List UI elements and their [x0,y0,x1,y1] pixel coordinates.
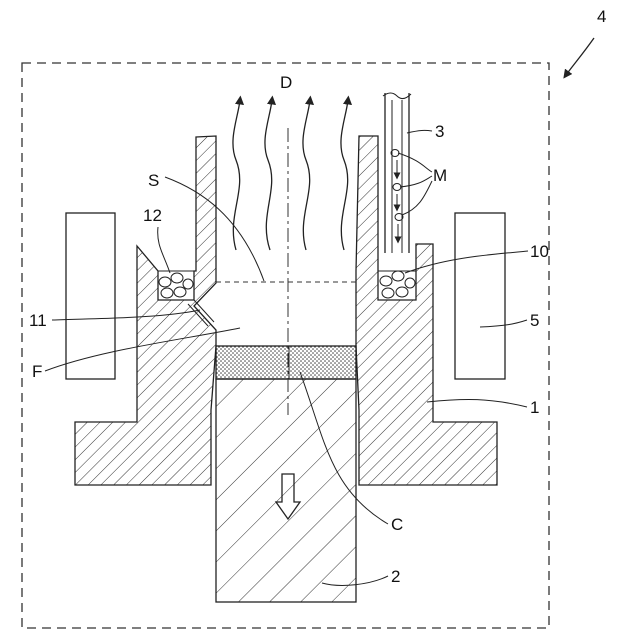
label-crucible: 1 [530,398,539,417]
granules-right-pocket [378,271,416,300]
label-surface: S [148,171,159,190]
ingot [216,379,356,602]
label-ingot: 2 [391,567,400,586]
label-granules-left: 12 [143,206,162,225]
gas-flow-arrows [233,100,348,250]
heater-left [66,213,115,379]
label-material: M [433,166,447,185]
feed-tube [383,93,411,253]
label-enclosure: 4 [597,7,606,26]
label-heater: 5 [530,311,539,330]
label-granules-right: 10 [530,242,549,261]
crucible-right [356,136,497,485]
label-feed-tube: 3 [435,122,444,141]
granules-left-pocket [158,271,194,300]
label-crust: C [391,515,403,534]
heater-right [455,213,505,379]
label-gas-flow: D [280,73,292,92]
label-channel: 11 [29,311,47,330]
label-melt: F [32,362,42,381]
crust-layer [216,346,356,379]
